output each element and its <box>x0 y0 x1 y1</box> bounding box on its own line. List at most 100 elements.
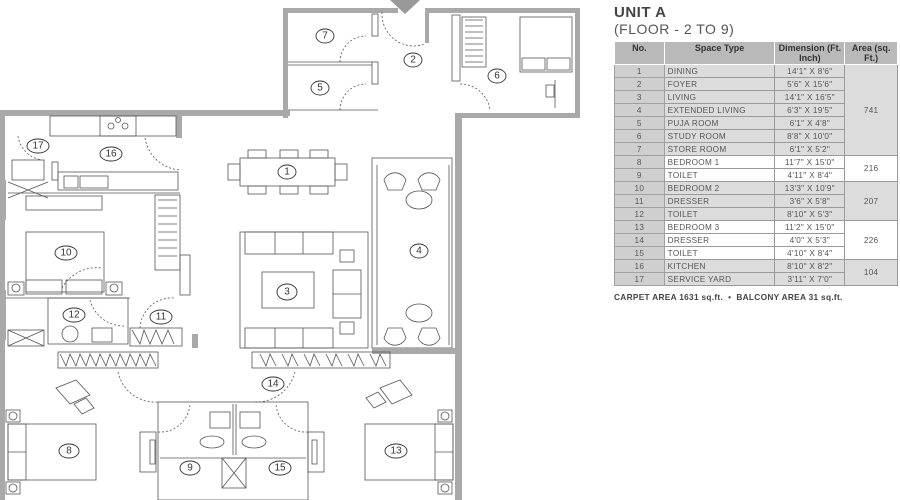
room-label-12: 12 <box>68 310 80 321</box>
header-space-type: Space Type <box>663 41 776 65</box>
cell-space: FOYER <box>663 77 776 91</box>
cell-dimension: 14'1" X 16'5" <box>774 90 846 104</box>
cell-dimension: 4'0" X 5'3" <box>774 233 846 247</box>
cell-area: 207 <box>844 181 898 221</box>
area-schedule: UNIT A (FLOOR - 2 TO 9) No. Space Type D… <box>614 4 900 302</box>
cell-space: DINING <box>663 64 776 78</box>
unit-title: UNIT A <box>614 4 667 21</box>
header-dimension: Dimension (Ft. Inch) <box>774 41 846 65</box>
unit-subtitle: (FLOOR - 2 TO 9) <box>614 21 735 37</box>
cell-no: 17 <box>614 272 665 286</box>
cell-no: 2 <box>614 77 665 91</box>
cell-space: BEDROOM 1 <box>663 155 776 169</box>
room-label-16: 16 <box>105 149 117 160</box>
table-row: 11 DRESSER 3'6" X 5'8" <box>614 194 898 208</box>
cell-space: EXTENDED LIVING <box>663 103 776 117</box>
cell-no: 7 <box>614 142 665 156</box>
cell-area: 216 <box>844 155 898 182</box>
room-label-1: 1 <box>284 167 290 178</box>
cell-no: 14 <box>614 233 665 247</box>
cell-no: 13 <box>614 220 665 234</box>
room-label-11: 11 <box>156 312 167 323</box>
cell-no: 12 <box>614 207 665 221</box>
table-row: 4 EXTENDED LIVING 6'3" X 19'5" <box>614 103 898 117</box>
room-label-14: 14 <box>267 379 279 390</box>
cell-space: BEDROOM 3 <box>663 220 776 234</box>
table-row: 8 BEDROOM 1 11'7" X 15'0" 216 <box>614 155 898 182</box>
top-walls <box>283 8 580 158</box>
cell-dimension: 8'10" X 5'3" <box>774 207 846 221</box>
cell-no: 10 <box>614 181 665 195</box>
living-sofa-set-icon <box>239 231 369 349</box>
floor-plan: 1 2 3 4 5 6 7 8 9 10 11 12 13 14 15 16 1… <box>0 0 580 500</box>
entrance-arrow-icon <box>390 0 420 14</box>
room-label-10: 10 <box>60 248 72 259</box>
cell-no: 8 <box>614 155 665 169</box>
cell-area: 741 <box>844 64 898 156</box>
table-row: 5 PUJA ROOM 6'1" X 4'8" <box>614 116 898 130</box>
cell-dimension: 14'1" X 8'6" <box>774 64 846 78</box>
room-label-5: 5 <box>317 83 323 94</box>
room-label-2: 2 <box>410 55 416 66</box>
table-row: 10 BEDROOM 2 13'3" X 10'9" 207 <box>614 181 898 221</box>
header-area: Area (sq. Ft.) <box>844 41 898 65</box>
cell-space: KITCHEN <box>663 259 776 273</box>
cell-dimension: 11'2" X 15'0" <box>774 220 846 234</box>
room-label-7: 7 <box>322 31 328 42</box>
cell-dimension: 3'6" X 5'8" <box>774 194 846 208</box>
table-row: 13 BEDROOM 3 11'2" X 15'0" 226 <box>614 220 898 260</box>
cell-space: TOILET <box>663 207 776 221</box>
balcony-area: BALCONY AREA 31 sq.ft. <box>736 292 843 302</box>
room-labels <box>26 28 507 476</box>
table-row: 6 STUDY ROOM 8'8" X 10'0" <box>614 129 898 143</box>
cell-no: 15 <box>614 246 665 260</box>
cell-dimension: 4'10" X 8'4" <box>774 246 846 260</box>
outer-walls <box>0 110 462 500</box>
cell-no: 3 <box>614 90 665 104</box>
cell-space: DRESSER <box>663 194 776 208</box>
cell-space: SERVICE YARD <box>663 272 776 286</box>
cell-space: TOILET <box>663 168 776 182</box>
cell-area: 104 <box>844 259 898 286</box>
table-row: 3 LIVING 14'1" X 16'5" <box>614 90 898 104</box>
table-row: 1 DINING 14'1" X 8'6" 741 <box>614 64 898 156</box>
cell-space: TOILET <box>663 246 776 260</box>
room-label-4: 4 <box>416 246 422 257</box>
cell-no: 9 <box>614 168 665 182</box>
room-label-6: 6 <box>494 71 500 82</box>
cell-no: 6 <box>614 129 665 143</box>
table-row: 15 TOILET 4'10" X 8'4" <box>614 246 898 260</box>
cell-dimension: 11'7" X 15'0" <box>774 155 846 169</box>
separator-dot: • <box>728 292 732 302</box>
cell-space: STUDY ROOM <box>663 129 776 143</box>
cell-no: 16 <box>614 259 665 273</box>
header-no: No. <box>614 41 665 65</box>
cell-space: STORE ROOM <box>663 142 776 156</box>
table-row: 17 SERVICE YARD 3'11" X 7'0" <box>614 272 898 286</box>
area-table: No. Space Type Dimension (Ft. Inch) Area… <box>614 41 898 286</box>
cell-space: BEDROOM 2 <box>663 181 776 195</box>
cell-dimension: 13'3" X 10'9" <box>774 181 846 195</box>
table-row: 12 TOILET 8'10" X 5'3" <box>614 207 898 221</box>
cell-no: 4 <box>614 103 665 117</box>
cell-dimension: 6'3" X 19'5" <box>774 103 846 117</box>
cell-dimension: 3'11" X 7'0" <box>774 272 846 286</box>
room-label-15: 15 <box>274 463 286 474</box>
room-label-9: 9 <box>187 463 193 474</box>
cell-dimension: 6'1" X 5'2" <box>774 142 846 156</box>
table-row: 2 FOYER 5'6" X 15'6" <box>614 77 898 91</box>
cell-space: LIVING <box>663 90 776 104</box>
room-label-17: 17 <box>32 141 44 152</box>
cell-space: DRESSER <box>663 233 776 247</box>
area-summary: CARPET AREA 1631 sq.ft.•BALCONY AREA 31 … <box>614 292 900 302</box>
table-row: 16 KITCHEN 8'10" X 8'2" 104 <box>614 259 898 286</box>
room-label-8: 8 <box>66 446 72 457</box>
cell-dimension: 8'10" X 8'2" <box>774 259 846 273</box>
cell-dimension: 4'11" X 8'4" <box>774 168 846 182</box>
cell-no: 5 <box>614 116 665 130</box>
table-header-row: No. Space Type Dimension (Ft. Inch) Area… <box>614 41 898 65</box>
cell-no: 1 <box>614 64 665 78</box>
cell-space: PUJA ROOM <box>663 116 776 130</box>
table-row: 9 TOILET 4'11" X 8'4" <box>614 168 898 182</box>
dining-table-icon <box>227 149 348 195</box>
